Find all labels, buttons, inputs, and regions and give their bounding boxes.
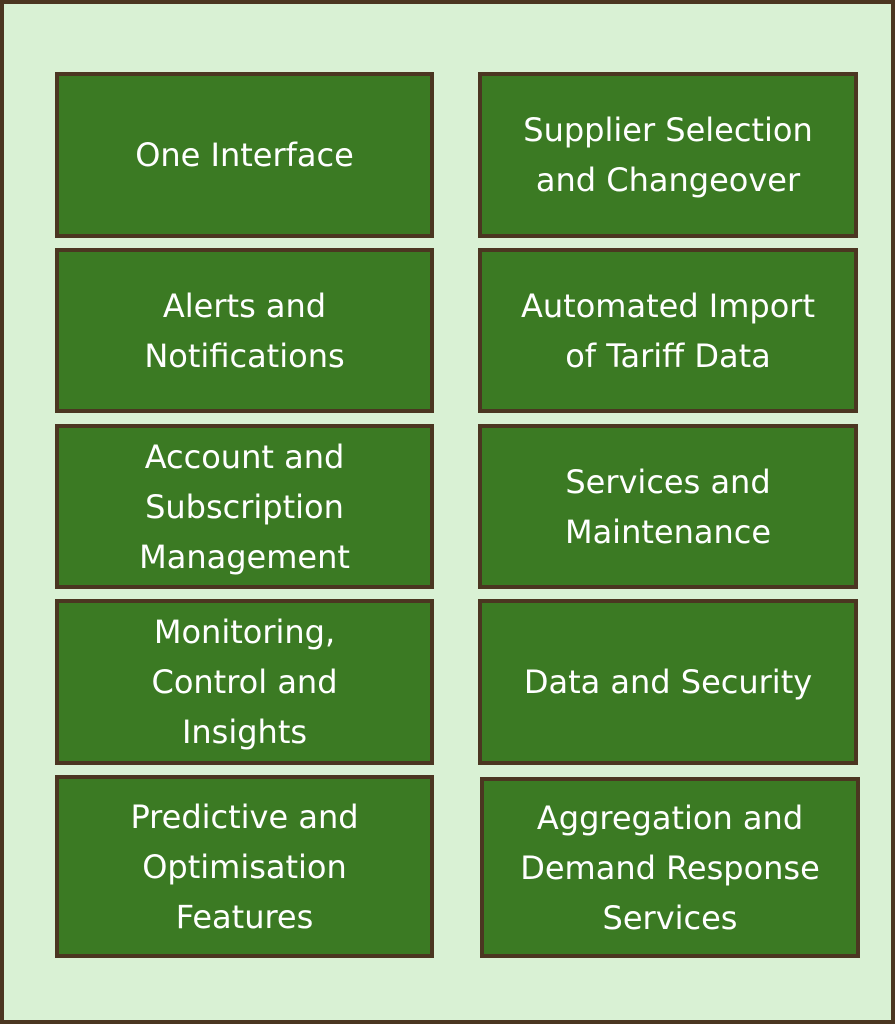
feature-label: Automated Import of Tariff Data [521,286,815,375]
feature-box-tariff-import: Automated Import of Tariff Data [478,248,858,413]
feature-box-one-interface: One Interface [55,72,434,238]
feature-label: Predictive and Optimisation Features [130,797,359,936]
feature-box-data-security: Data and Security [478,599,858,765]
feature-box-supplier-selection: Supplier Selection and Changeover [478,72,858,238]
feature-label: Aggregation and Demand Response Services [520,798,820,937]
feature-label: One Interface [135,136,354,174]
feature-label: Data and Security [523,663,813,701]
feature-label: Supplier Selection and Changeover [523,111,813,199]
feature-box-aggregation: Aggregation and Demand Response Services [480,777,860,958]
feature-box-monitoring: Monitoring, Control and Insights [55,599,434,765]
feature-label: Alerts and Notifications [144,286,345,375]
feature-label: Services and Maintenance [564,462,772,551]
feature-box-predictive: Predictive and Optimisation Features [55,775,434,958]
feature-label: Monitoring, Control and Insights [151,613,338,751]
feature-box-services: Services and Maintenance [478,424,858,589]
feature-label: Account and Subscription Management [139,437,350,576]
feature-box-account: Account and Subscription Management [55,424,434,589]
feature-box-alerts: Alerts and Notifications [55,248,434,413]
